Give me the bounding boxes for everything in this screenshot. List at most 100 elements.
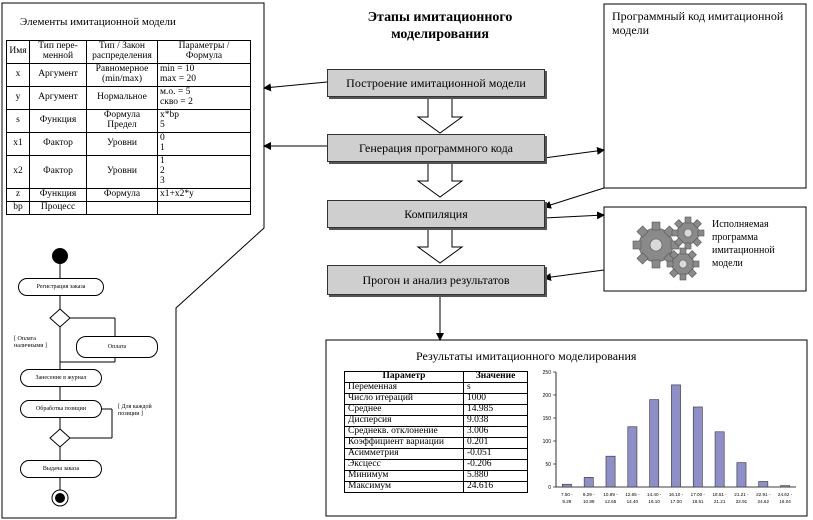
x-tick-label: 9.29 xyxy=(562,499,571,504)
activity-process-item: Обработка позиции xyxy=(20,400,102,418)
x-tick-label: 16.10 xyxy=(648,499,660,504)
activity-end-node-core xyxy=(55,493,65,503)
model-panel-title: Элементы имитационной модели xyxy=(20,16,176,28)
cell-params xyxy=(157,200,251,215)
x-tick-label: 16.04 xyxy=(779,499,791,504)
stage-flow-arrows xyxy=(416,96,464,264)
activity-payment-guard: [ Оплата наличными ] xyxy=(14,336,47,349)
y-tick-label: 250 xyxy=(543,370,552,376)
results-title: Результаты имитационного моделирования xyxy=(416,349,637,363)
col-params: Параметры / Формула xyxy=(157,40,251,64)
x-tick-label: 21.21 - xyxy=(734,492,749,497)
cell-params: min = 10 max = 20 xyxy=(157,62,251,87)
results-param: Среднекв. отклонение xyxy=(344,426,464,438)
x-tick-label: 21.21 xyxy=(714,499,726,504)
histogram-bar xyxy=(714,431,725,488)
cell-name: x1 xyxy=(6,131,30,156)
cell-type: Фактор xyxy=(29,131,87,156)
results-param: Максимум xyxy=(344,481,464,493)
results-value: 9.038 xyxy=(463,415,528,427)
results-param: Среднее xyxy=(344,404,464,416)
results-param: Эксцесс xyxy=(344,459,464,471)
results-value: 5.880 xyxy=(463,470,528,482)
results-value: -0.051 xyxy=(463,448,528,460)
x-tick-label: 17.00 xyxy=(670,499,682,504)
activity-payment: Оплата xyxy=(76,336,158,358)
stage-generate-code: Генерация программного кода xyxy=(327,134,545,162)
cell-params: x*bp 5 xyxy=(157,108,251,133)
stage-run-analyze: Прогон и анализ результатов xyxy=(327,265,545,295)
exec-panel-text: Исполняемая программа имитационной модел… xyxy=(712,219,775,269)
cell-type: Процесс xyxy=(29,200,87,215)
y-tick-label: 50 xyxy=(545,462,551,468)
histogram-bar xyxy=(605,455,616,488)
x-tick-label: 10.89 xyxy=(583,499,595,504)
arrow-to-code-panel xyxy=(543,146,605,159)
cell-name: y xyxy=(6,85,30,110)
activity-warehouse-log: Занесение в журнал xyxy=(20,369,102,387)
results-row: Эксцесс-0.206 xyxy=(344,459,528,471)
model-panel-frame xyxy=(1,2,265,519)
results-param: Переменная xyxy=(344,382,464,394)
arrow-to-exec-panel xyxy=(543,211,605,220)
cell-law xyxy=(86,200,158,215)
histogram-bar xyxy=(562,483,572,488)
arrow-code-to-compile xyxy=(543,187,605,209)
results-header-row: Параметр Значение xyxy=(344,371,528,383)
x-tick-label: 17.00 - xyxy=(691,492,706,497)
x-tick-label: 18.51 - xyxy=(712,492,727,497)
cell-law: Формула xyxy=(86,187,158,202)
x-tick-label: 24.62 xyxy=(758,499,770,504)
histogram-bar xyxy=(758,481,769,488)
histogram-bar xyxy=(583,477,594,488)
x-tick-label: 22.91 xyxy=(736,499,748,504)
stage-compile: Компиляция xyxy=(327,200,545,228)
cell-params: 1 2 3 xyxy=(157,154,251,189)
cell-type: Аргумент xyxy=(29,62,87,87)
y-tick-label: 0 xyxy=(548,485,551,491)
results-param: Коэффициент вариации xyxy=(344,437,464,449)
col-name: Имя xyxy=(6,40,30,64)
x-tick-label: 24.62 - xyxy=(778,492,793,497)
col-type: Тип пере-менной xyxy=(29,40,87,64)
cell-type: Фактор xyxy=(29,154,87,189)
x-tick-label: 7.50 - xyxy=(561,492,573,497)
x-tick-label: 18.51 xyxy=(692,499,704,504)
results-col-value: Значение xyxy=(463,371,528,383)
cell-law: Нормальное xyxy=(86,85,158,110)
x-tick-label: 16.10 - xyxy=(669,492,684,497)
model-table-header-row: Имя Тип пере-менной Тип / Закон распреде… xyxy=(6,40,251,64)
cell-law: Уровни xyxy=(86,131,158,156)
page-title: Этапы имитационного моделирования xyxy=(367,10,513,42)
results-value: 14.985 xyxy=(463,404,528,416)
y-tick-label: 200 xyxy=(543,393,552,399)
cell-params: м.о. = 5 скво = 2 xyxy=(157,85,251,110)
cell-type: Функция xyxy=(29,108,87,133)
x-tick-label: 22.91 - xyxy=(756,492,771,497)
col-law: Тип / Закон распределения xyxy=(86,40,158,64)
code-panel-title: Программный код имитационной модели xyxy=(612,9,784,38)
stage-build-model: Построение имитационной модели xyxy=(327,69,545,97)
cell-params: 0 1 xyxy=(157,131,251,156)
activity-issue-order: Выдача заказа xyxy=(20,460,102,478)
cell-params: x1+x2*y xyxy=(157,187,251,202)
results-param: Дисперсия xyxy=(344,415,464,427)
model-elements-table: Имя Тип пере-менной Тип / Закон распреде… xyxy=(6,40,251,215)
results-col-param: Параметр xyxy=(344,371,464,383)
results-param: Минимум xyxy=(344,470,464,482)
activity-register-order: Регистрация заказа xyxy=(18,278,104,296)
arrow-to-model-panel xyxy=(263,81,328,92)
histogram-bar xyxy=(736,462,747,488)
